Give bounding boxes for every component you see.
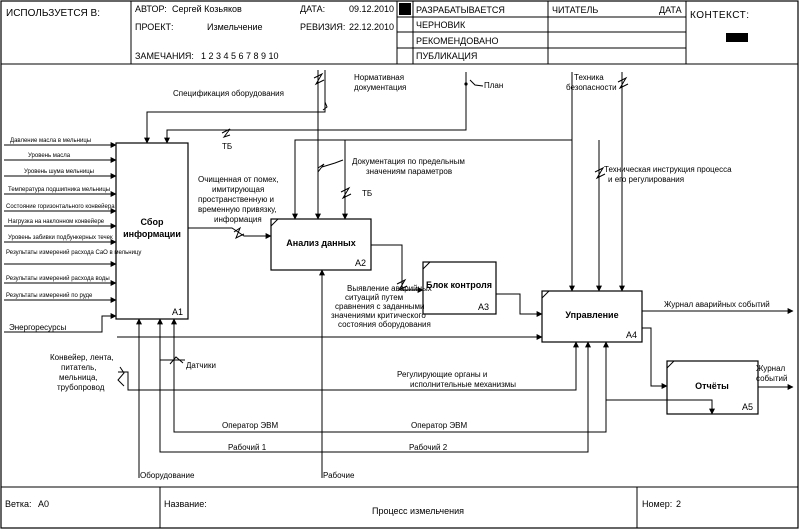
reader-date-label: ДАТА (659, 5, 682, 15)
label-cleaned-3: пространственную и (198, 195, 274, 204)
a2-number: A2 (355, 258, 366, 268)
label-tb-2: ТБ (362, 189, 372, 198)
a3-title: Блок контроля (426, 280, 492, 290)
a1-number: A1 (172, 307, 183, 317)
a3-number: A3 (478, 302, 489, 312)
label-cleaned-2: имитирующая (212, 185, 264, 194)
label-tech-instr-2: и его регулирования (608, 175, 684, 184)
label-detect-1: Выявление аварийных (347, 284, 432, 293)
context-thumbnail (726, 33, 748, 42)
label-detect-3: сравнения с заданными (335, 302, 424, 311)
label-param-doc-1: Документация по предельным (352, 157, 465, 166)
label-equipment-list-3: мельница, (59, 373, 98, 382)
input-label-water-flow: Результаты измерений расхода воды (6, 275, 110, 282)
label-detect-4: значениями критического (331, 311, 426, 320)
a4-number: A4 (626, 330, 637, 340)
control-arrows: Спецификация оборудования Нормативная до… (144, 70, 732, 292)
input-label-horizontal-conveyor: Состояние горизонтального конвейера (6, 203, 115, 210)
label-sensors: Датчики (186, 361, 216, 370)
label-regulators-2: исполнительные механизмы (410, 380, 516, 389)
input-label-cao-flow: Результаты измерений расхода CaO в мельн… (6, 249, 141, 256)
activity-a2[interactable]: Анализ данных A2 (270, 218, 372, 271)
status-publication: ПУБЛИКАЦИЯ (416, 51, 477, 61)
revision-label: РЕВИЗИЯ: (300, 22, 345, 32)
label-detect-2: ситуаций путем (345, 293, 403, 302)
a1-inputs: Давление масла в мельницы Уровень масла … (4, 138, 141, 303)
number-label: Номер: (642, 499, 672, 509)
notes-label: ЗАМЕЧАНИЯ: (135, 51, 194, 61)
footer-form: Ветка: A0 Название: Процесс измельчения … (1, 486, 798, 528)
label-safety-1: Техника (574, 73, 604, 82)
date-label: ДАТА: (300, 4, 325, 14)
label-operator-2: Оператор ЭВМ (411, 421, 468, 430)
label-equipment-list-4: трубопровод (57, 383, 105, 392)
activity-a4[interactable]: Управление A4 (541, 290, 643, 343)
label-tech-instr-1: Техническая инструкция процесса (604, 165, 732, 174)
author-value: Сергей Козьяков (172, 4, 242, 14)
flow-arrows: Очищенная от помех, имитирующая простран… (4, 175, 794, 390)
diagram-title: Процесс измельчения (372, 506, 464, 516)
input-label-ore: Результаты измерений по руде (6, 292, 93, 299)
label-journal: Журнал аварийных событий (664, 300, 770, 309)
label-journal2-2: событий (756, 374, 787, 383)
label-operator-1: Оператор ЭВМ (222, 421, 279, 430)
label-worker-2: Рабочий 2 (409, 443, 448, 452)
label-energy: Энергоресурсы (9, 323, 67, 332)
context-label: КОНТЕКСТ: (690, 10, 749, 21)
status-marker (399, 3, 411, 15)
node-label: Ветка: (5, 499, 31, 509)
label-tb-1: ТБ (222, 142, 232, 151)
input-label-incline-load: Нагрузка на наклонном конвейере (8, 218, 105, 225)
reader-label: ЧИТАТЕЛЬ (552, 5, 598, 15)
label-regulators-1: Регулирующие органы и (397, 370, 487, 379)
diagram-title-label: Название: (164, 499, 207, 509)
activity-a3[interactable]: Блок контроля A3 (422, 261, 497, 315)
input-label-bearing-temp: Температура подшипника мельницы (8, 187, 110, 193)
status-draft: ЧЕРНОВИК (416, 20, 466, 30)
node-value: A0 (38, 499, 49, 509)
label-safety-2: безопасности (566, 83, 617, 92)
label-workers: Рабочие (323, 471, 355, 480)
project-value: Измельчение (207, 22, 263, 32)
label-journal2-1: Журнал (756, 364, 786, 373)
input-label-oil-pressure: Давление масла в мельницы (10, 138, 91, 144)
label-cleaned-1: Очищенная от помех, (198, 175, 279, 184)
a1-title-line1: Сбор (141, 217, 164, 227)
number-value: 2 (676, 499, 681, 509)
activity-a1[interactable]: Сбор информации A1 (115, 142, 189, 320)
a5-number: A5 (742, 402, 753, 412)
label-equipment: Оборудование (140, 471, 195, 480)
status-recommended: РЕКОМЕНДОВАНО (416, 36, 498, 46)
a5-title: Отчёты (695, 381, 729, 391)
label-param-doc-2: значениям параметров (366, 167, 452, 176)
label-equipment-list-1: Конвейер, лента, (50, 353, 114, 362)
input-label-chute-clogging: Уровень забивки подбункерных течек (8, 235, 113, 241)
label-norm-doc-2: документация (354, 83, 406, 92)
label-norm-doc-1: Нормативная (354, 73, 404, 82)
a4-title: Управление (565, 310, 618, 320)
a1-title-line2: информации (123, 229, 181, 239)
author-label: АВТОР: (135, 4, 167, 14)
status-developing: РАЗРАБАТЫВАЕТСЯ (416, 5, 505, 15)
date-value: 09.12.2010 (349, 4, 394, 14)
label-detect-5: состояния оборудования (338, 320, 431, 329)
label-cleaned-5: информация (214, 215, 262, 224)
input-label-noise: Уровень шума мельницы (24, 169, 94, 175)
mechanism-arrows: Оборудование Рабочие Рабочий 1 Рабочий 2… (50, 269, 715, 480)
a2-title: Анализ данных (286, 238, 355, 248)
label-worker-1: Рабочий 1 (228, 443, 267, 452)
revision-value: 22.12.2010 (349, 22, 394, 32)
used-at-label: ИСПОЛЬЗУЕТСЯ В: (6, 8, 100, 19)
label-equipment-list-2: питатель, (61, 363, 96, 372)
label-spec: Спецификация оборудования (173, 89, 284, 98)
notes-value: 1 2 3 4 5 6 7 8 9 10 (201, 51, 279, 61)
label-plan: План (484, 81, 503, 90)
project-label: ПРОЕКТ: (135, 22, 174, 32)
label-cleaned-4: временную привязку, (198, 205, 277, 214)
input-label-oil-level: Уровень масла (28, 153, 71, 159)
